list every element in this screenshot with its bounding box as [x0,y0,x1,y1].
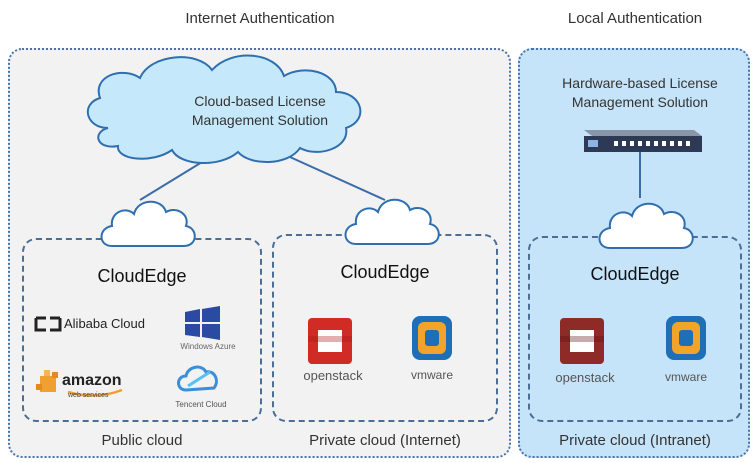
amazon-smile-icon [67,388,123,397]
cloudedge-label-private-intranet: CloudEdge [590,264,680,284]
hardware-solution-line1: Hardware-based License [562,75,718,91]
cloud-solution-line1: Cloud-based License [194,93,326,109]
alibaba-cloud-text: Alibaba Cloud [64,316,145,331]
hardware-solution-line2: Management Solution [571,94,709,110]
windows-azure-logo-icon [185,306,220,340]
internet-auth-header: Internet Authentication [185,10,335,27]
amazon-aws-logo-icon [36,370,58,392]
cloudedge-label-private-internet: CloudEdge [340,262,430,282]
windows-azure-text: Windows Azure [180,342,236,351]
cloud-license-cloud-icon [86,54,362,164]
cloudedge-label-public: CloudEdge [97,266,187,286]
cloud-solution-label: Cloud-based License Management Solution [150,92,370,130]
openstack-text: openstack [303,368,363,383]
vmware-text: vmware [410,368,453,382]
amazon-sub-text: web services [68,392,109,399]
cloud-icon-public [100,200,196,247]
hardware-appliance-icon [584,130,702,152]
cloud-icon-private-intranet [598,202,694,249]
public-cloud-caption: Public cloud [101,432,183,449]
hardware-solution-label: Hardware-based License Management Soluti… [540,74,740,112]
amazon-text: amazon [62,372,122,389]
local-auth-header: Local Authentication [567,10,703,27]
private-cloud-internet-caption: Private cloud (Internet) [309,432,461,449]
cloud-icon-private-internet [344,198,440,245]
openstack-logo-icon [560,318,604,364]
vmware-text: vmware [664,370,707,384]
tencent-cloud-text: Tencent Cloud [175,400,227,409]
cloud-solution-line2: Management Solution [191,112,329,128]
vmware-logo-icon [666,316,706,360]
openstack-text: openstack [555,370,615,385]
private-cloud-intranet-caption: Private cloud (Intranet) [559,432,711,449]
alibaba-cloud-logo-icon [34,316,62,332]
tencent-cloud-logo-icon [177,365,218,392]
openstack-logo-icon [308,318,352,364]
vmware-logo-icon [412,316,452,360]
local-auth-region [518,48,750,458]
